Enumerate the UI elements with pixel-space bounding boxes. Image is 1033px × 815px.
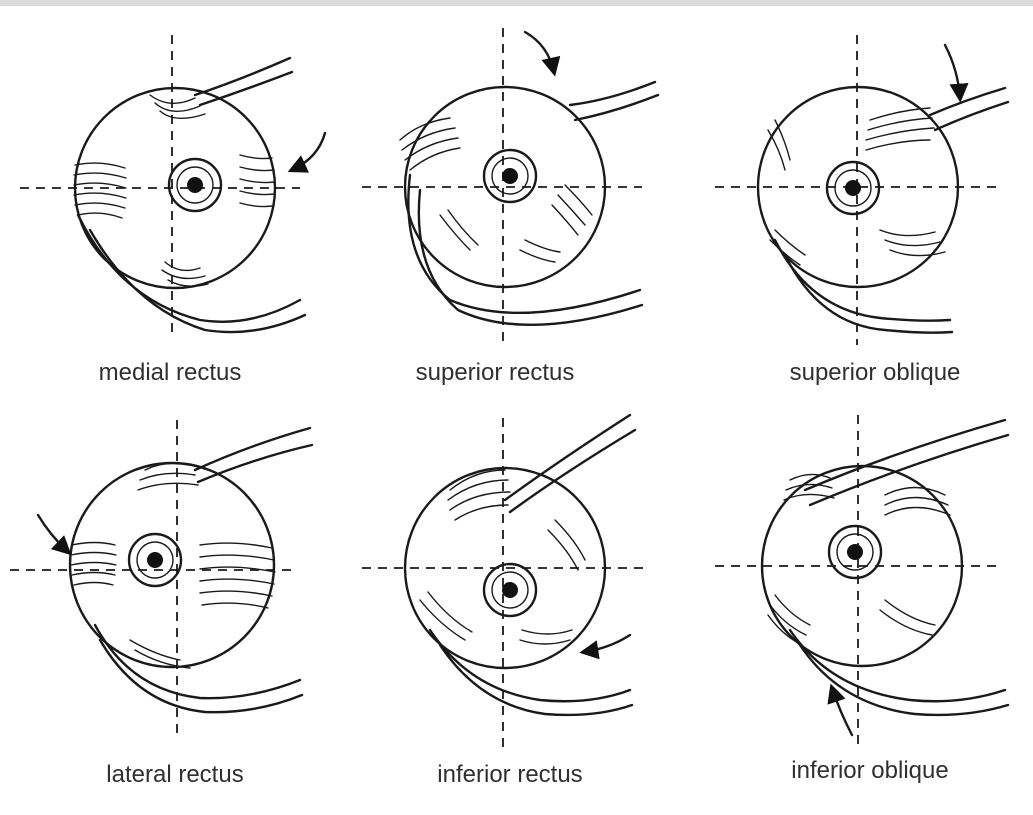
muscle-band-top [866,108,934,150]
muscle-bottom [162,262,208,286]
arrow-icon [945,45,960,98]
muscle-band-bottom [420,592,572,644]
arrow-icon [832,688,852,735]
arrow-icon [38,515,68,552]
label-medial-rectus: medial rectus [99,359,242,386]
panel-superior-oblique [715,35,1008,345]
muscle-band-left [71,543,116,586]
muscle-top [150,95,205,118]
label-lateral-rectus: lateral rectus [106,761,243,788]
muscle-band-left [74,163,126,218]
panel-lateral-rectus [10,420,312,740]
muscle-band-right [200,543,275,608]
label-superior-oblique: superior oblique [790,359,961,386]
panel-inferior-rectus [362,415,645,750]
iris-icon [827,162,879,214]
label-superior-rectus: superior rectus [416,359,575,386]
panel-superior-rectus [362,28,658,345]
iris-icon [484,564,536,616]
iris-icon [169,159,221,211]
muscle-band-right [552,185,592,235]
iris-icon [484,150,536,202]
muscle-tendon [505,415,630,500]
muscle-band-right [548,520,585,570]
muscle-band-top [448,470,510,520]
arrow-icon [525,32,554,72]
muscle-tendon [930,88,1005,115]
iris-icon [829,526,881,578]
muscle-tendon [805,420,1005,490]
arrow-icon [292,133,325,170]
iris-icon [129,534,181,586]
label-inferior-rectus: inferior rectus [437,761,582,788]
arrow-icon [584,635,630,652]
label-inferior-oblique: inferior oblique [791,757,948,784]
muscle-bottom [130,640,190,668]
muscle-band-left [768,120,805,265]
panel-inferior-oblique [715,415,1008,750]
panel-medial-rectus [20,35,325,338]
muscle-band-bottom-left [768,595,810,645]
muscle-band-bottom [440,210,560,262]
muscle-band-right [240,155,275,207]
muscle-band-right [880,488,950,636]
